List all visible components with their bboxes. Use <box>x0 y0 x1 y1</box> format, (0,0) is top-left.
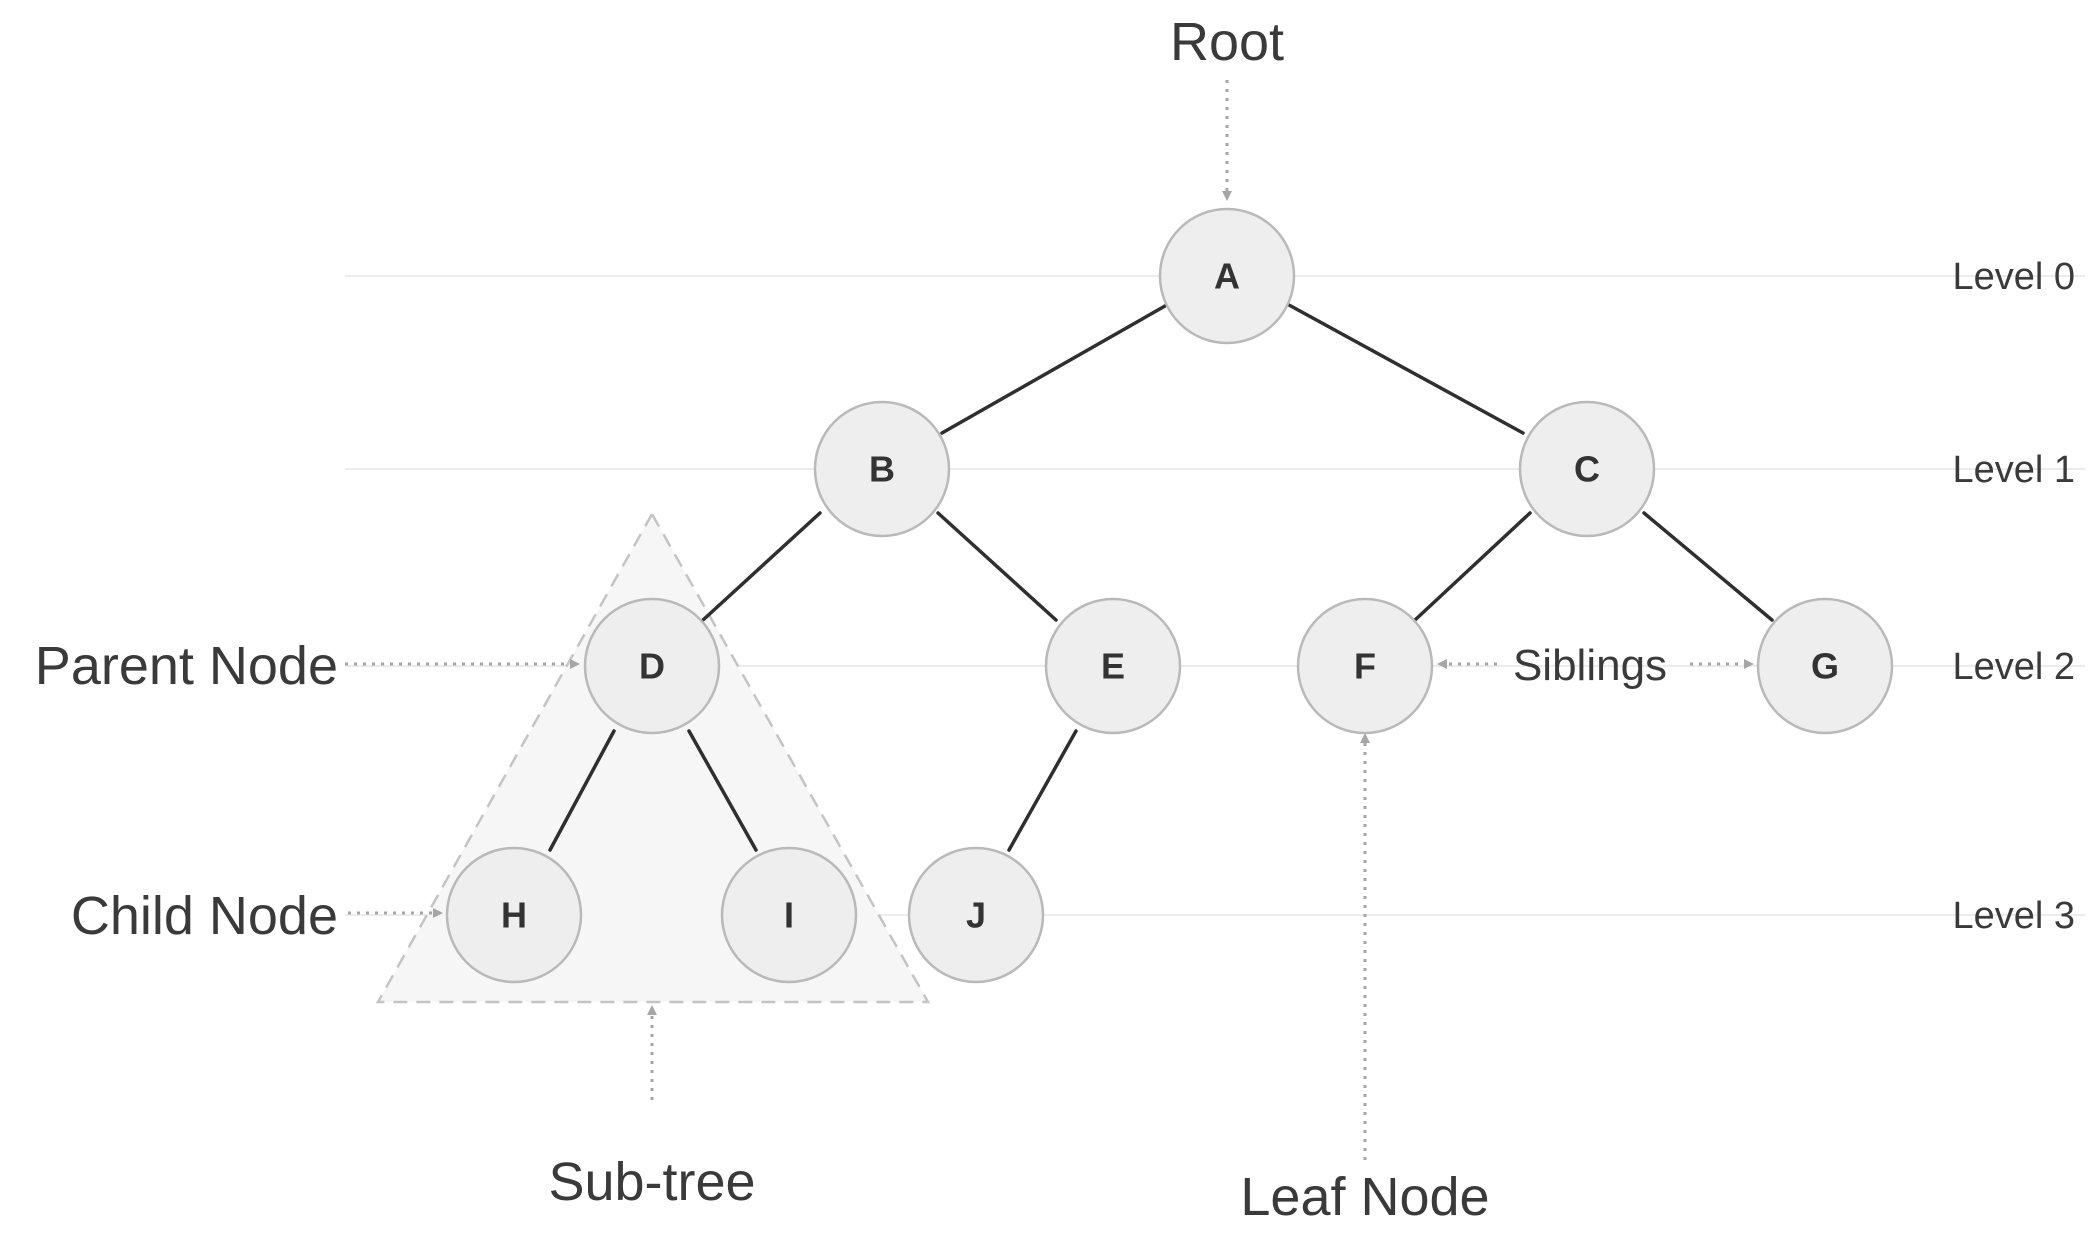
node-e: E <box>1044 597 1182 735</box>
edge-c-f <box>1413 511 1532 622</box>
svg-text:C: C <box>1574 449 1600 490</box>
node-c: C <box>1518 400 1656 538</box>
node-h: H <box>445 846 583 984</box>
node-f: F <box>1296 597 1434 735</box>
node-a: A <box>1158 207 1296 345</box>
root-label: Root <box>1170 12 1284 72</box>
edge-e-j <box>1007 729 1078 852</box>
svg-text:F: F <box>1354 646 1376 687</box>
level-2-label: Level 2 <box>1952 646 2075 688</box>
svg-text:A: A <box>1214 256 1240 297</box>
svg-text:I: I <box>784 895 794 936</box>
child-node-label: Child Node <box>71 886 338 946</box>
siblings-label: Siblings <box>1513 641 1667 690</box>
edge-b-d <box>701 511 822 622</box>
node-d: D <box>583 597 721 735</box>
svg-text:B: B <box>869 449 895 490</box>
node-j: J <box>907 846 1045 984</box>
parent-node-label: Parent Node <box>35 636 338 696</box>
level-0-label: Level 0 <box>1952 256 2075 298</box>
node-i: I <box>720 846 858 984</box>
node-g: G <box>1756 597 1894 735</box>
edge-d-i <box>687 729 758 852</box>
edge-d-h <box>548 729 616 852</box>
leaf-node-label: Leaf Node <box>1240 1167 1489 1227</box>
level-3-label: Level 3 <box>1952 895 2075 937</box>
node-b: B <box>813 400 951 538</box>
edge-c-g <box>1642 511 1774 622</box>
subtree-label: Sub-tree <box>548 1152 755 1212</box>
svg-text:J: J <box>966 895 986 936</box>
svg-text:H: H <box>501 895 527 936</box>
level-1-label: Level 1 <box>1952 449 2075 491</box>
svg-text:G: G <box>1811 646 1839 687</box>
edge-a-c <box>1287 303 1525 435</box>
svg-text:E: E <box>1101 646 1125 687</box>
edge-a-b <box>940 304 1167 435</box>
svg-text:D: D <box>639 646 665 687</box>
edge-b-e <box>936 511 1058 622</box>
